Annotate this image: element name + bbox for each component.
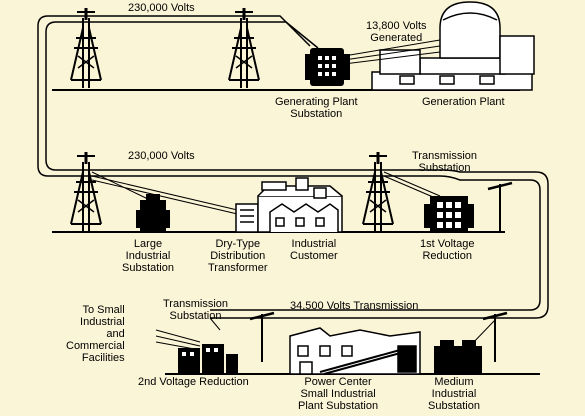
tower-row1-right <box>227 6 261 90</box>
label-generation-plant: Generation Plant <box>422 96 505 108</box>
label-power-center: Power Center Small Industrial Plant Subs… <box>298 376 379 412</box>
transmission-cable <box>37 15 549 319</box>
label-industrial-customer: Industrial Customer <box>290 238 338 262</box>
label-medium-industrial: Medium Industrial Substation <box>428 376 480 412</box>
label-large-industrial: Large Industrial Substation <box>122 238 174 274</box>
generation-plant-building <box>371 1 535 91</box>
label-second-reduction: 2nd Voltage Reduction <box>138 376 249 388</box>
label-transmission-34500: 34,500 Volts Transmission <box>290 300 419 312</box>
label-first-reduction: 1st Voltage Reduction <box>420 238 475 262</box>
feeder-lines <box>91 171 441 217</box>
generating-substation-transformer <box>305 39 441 86</box>
label-generated-voltage: 13,800 Volts Generated <box>366 20 427 44</box>
label-dry-type: Dry-Type Distribution Transformer <box>208 238 268 274</box>
tower-row2-left <box>69 150 103 234</box>
distribution-pole-row3-left <box>248 311 276 364</box>
distribution-pole-row2 <box>486 181 514 234</box>
label-top-voltage: 230,000 Volts <box>128 2 195 14</box>
label-transmission-substation-1: Transmission Substation <box>412 150 477 174</box>
medium-industrial-substation-transformer <box>434 340 482 374</box>
second-voltage-reduction-substation <box>178 344 238 374</box>
industrial-customer-building <box>257 177 343 233</box>
label-small-facilities: To Small Industrial and Commercial Facil… <box>66 304 125 364</box>
tower-row1-left <box>69 6 103 90</box>
label-generating-substation: Generating Plant Substation <box>275 96 358 120</box>
tower-row2-right <box>361 150 395 234</box>
power-center-plant-building <box>289 327 421 375</box>
first-voltage-reduction-transformer <box>424 196 474 232</box>
label-mid-voltage: 230,000 Volts <box>128 150 195 162</box>
dry-type-transformer <box>235 203 259 233</box>
label-transmission-substation-2: Transmission Substation <box>163 298 228 322</box>
large-industrial-substation-transformer <box>136 194 170 232</box>
